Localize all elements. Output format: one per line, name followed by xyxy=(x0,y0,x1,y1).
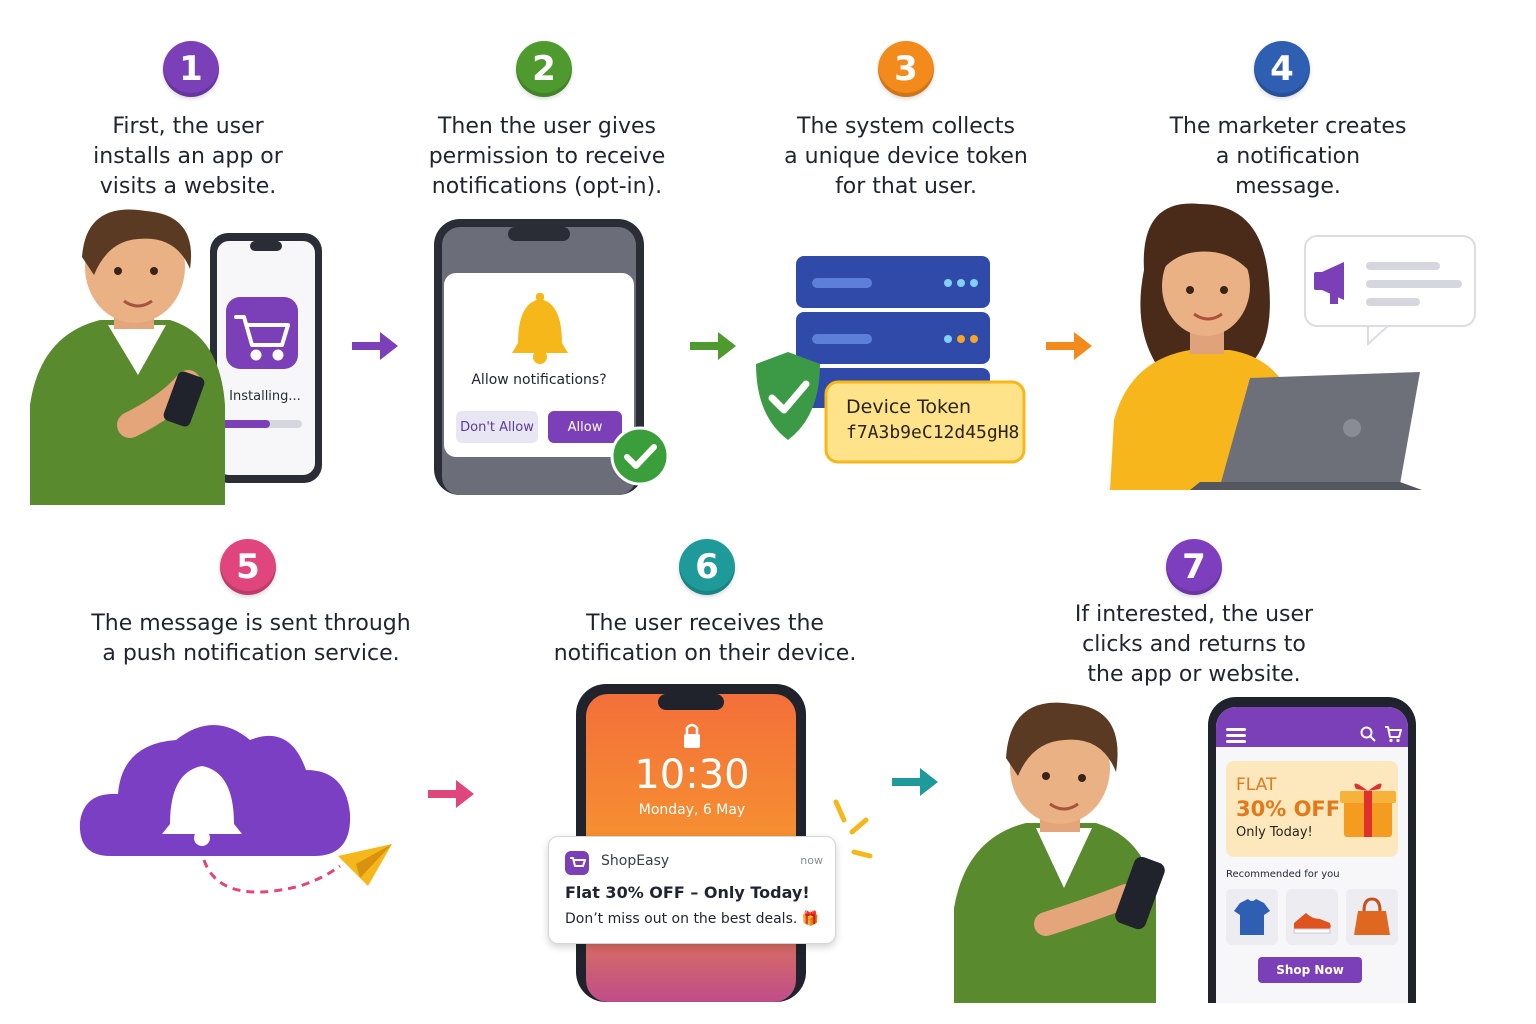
device-token-value: f7A3b9eC12d45gH8 xyxy=(846,422,1020,443)
shop-screen: FLAT 30% OFF Only Today! Recommended for… xyxy=(1216,707,1408,1003)
menu-icon[interactable] xyxy=(1226,727,1246,743)
step-1-badge: 1 xyxy=(163,41,219,97)
product-shoe[interactable] xyxy=(1286,889,1338,945)
step-3-illustration xyxy=(756,256,1026,464)
step-2-badge: 2 xyxy=(516,41,572,97)
speech-bubble xyxy=(1304,235,1476,347)
step-1-illustration xyxy=(30,209,322,505)
step-5-illustration xyxy=(79,725,392,894)
step-6-caption: The user receives the notification on th… xyxy=(553,611,857,666)
step-5-badge: 5 xyxy=(220,539,276,595)
step-6-badge: 6 xyxy=(679,539,735,595)
boy-figure xyxy=(30,209,225,505)
laptop-icon xyxy=(1190,372,1422,490)
gift-box-icon xyxy=(1340,783,1396,837)
installing-phone xyxy=(210,233,322,483)
arrow-5-to-6 xyxy=(428,780,474,808)
promo-line-1: FLAT xyxy=(1236,775,1277,795)
cart-icon xyxy=(234,315,290,361)
allow-button[interactable]: Allow xyxy=(548,411,622,443)
product-tshirt[interactable] xyxy=(1226,889,1278,945)
search-icon[interactable] xyxy=(1360,726,1376,742)
install-progress-bar xyxy=(222,420,270,428)
step-2-caption: Then the user gives permission to receiv… xyxy=(428,114,666,199)
product-bag[interactable] xyxy=(1346,889,1398,945)
arrow-6-to-7 xyxy=(892,768,938,796)
step-7-boy xyxy=(954,702,1165,1003)
shopeasy-app-icon xyxy=(565,851,589,875)
permission-question: Allow notifications? xyxy=(471,372,607,388)
step-4-badge: 4 xyxy=(1254,41,1310,97)
shop-now-button[interactable]: Shop Now xyxy=(1258,957,1362,983)
check-badge-icon xyxy=(610,426,670,486)
shop-header xyxy=(1216,707,1408,747)
lockscreen-date: Monday, 6 May xyxy=(638,802,746,818)
paper-plane-icon xyxy=(338,844,392,886)
notification-app-name: ShopEasy xyxy=(601,853,670,869)
step-4-illustration xyxy=(1110,203,1476,490)
step-3-caption: The system collects a unique device toke… xyxy=(784,114,1028,199)
lock-icon xyxy=(684,723,700,748)
sparkle-icon xyxy=(833,799,873,859)
step-7-badge: 7 xyxy=(1166,539,1222,595)
notification-card[interactable]: ShopEasy now Flat 30% OFF – Only Today! … xyxy=(548,836,836,944)
step-3-badge: 3 xyxy=(878,41,934,97)
notification-time: now xyxy=(800,854,823,867)
arrow-1-to-2 xyxy=(352,332,398,360)
bell-icon xyxy=(512,293,568,364)
promo-line-3: Only Today! xyxy=(1236,825,1313,840)
handbag-icon xyxy=(1354,897,1390,935)
shop-phone: FLAT 30% OFF Only Today! Recommended for… xyxy=(1208,697,1416,1003)
arrow-2-to-3 xyxy=(690,332,736,360)
step-1-caption: First, the user installs an app or visit… xyxy=(93,114,283,199)
recommended-label: Recommended for you xyxy=(1226,869,1340,880)
device-token-label: Device Token xyxy=(846,396,972,418)
step-5-caption: The message is sent through a push notif… xyxy=(91,611,411,666)
notification-body: Don’t miss out on the best deals. 🎁 xyxy=(565,911,820,927)
megaphone-icon xyxy=(1314,262,1344,304)
lockscreen-time: 10:30 xyxy=(634,752,750,798)
promo-line-2: 30% OFF xyxy=(1236,797,1341,821)
install-status-text: Installing... xyxy=(229,389,301,404)
tshirt-icon xyxy=(1234,899,1270,935)
bell-icon xyxy=(162,766,242,846)
arrow-3-to-4 xyxy=(1046,332,1092,360)
shoe-icon xyxy=(1293,913,1331,934)
notification-title: Flat 30% OFF – Only Today! xyxy=(565,883,810,902)
cart-icon[interactable] xyxy=(1384,725,1402,743)
dont-allow-button[interactable]: Don't Allow xyxy=(456,411,538,443)
step-7-caption: If interested, the user clicks and retur… xyxy=(1074,602,1314,687)
security-shield-icon xyxy=(756,352,820,440)
step-4-caption: The marketer creates a notification mess… xyxy=(1169,114,1407,199)
